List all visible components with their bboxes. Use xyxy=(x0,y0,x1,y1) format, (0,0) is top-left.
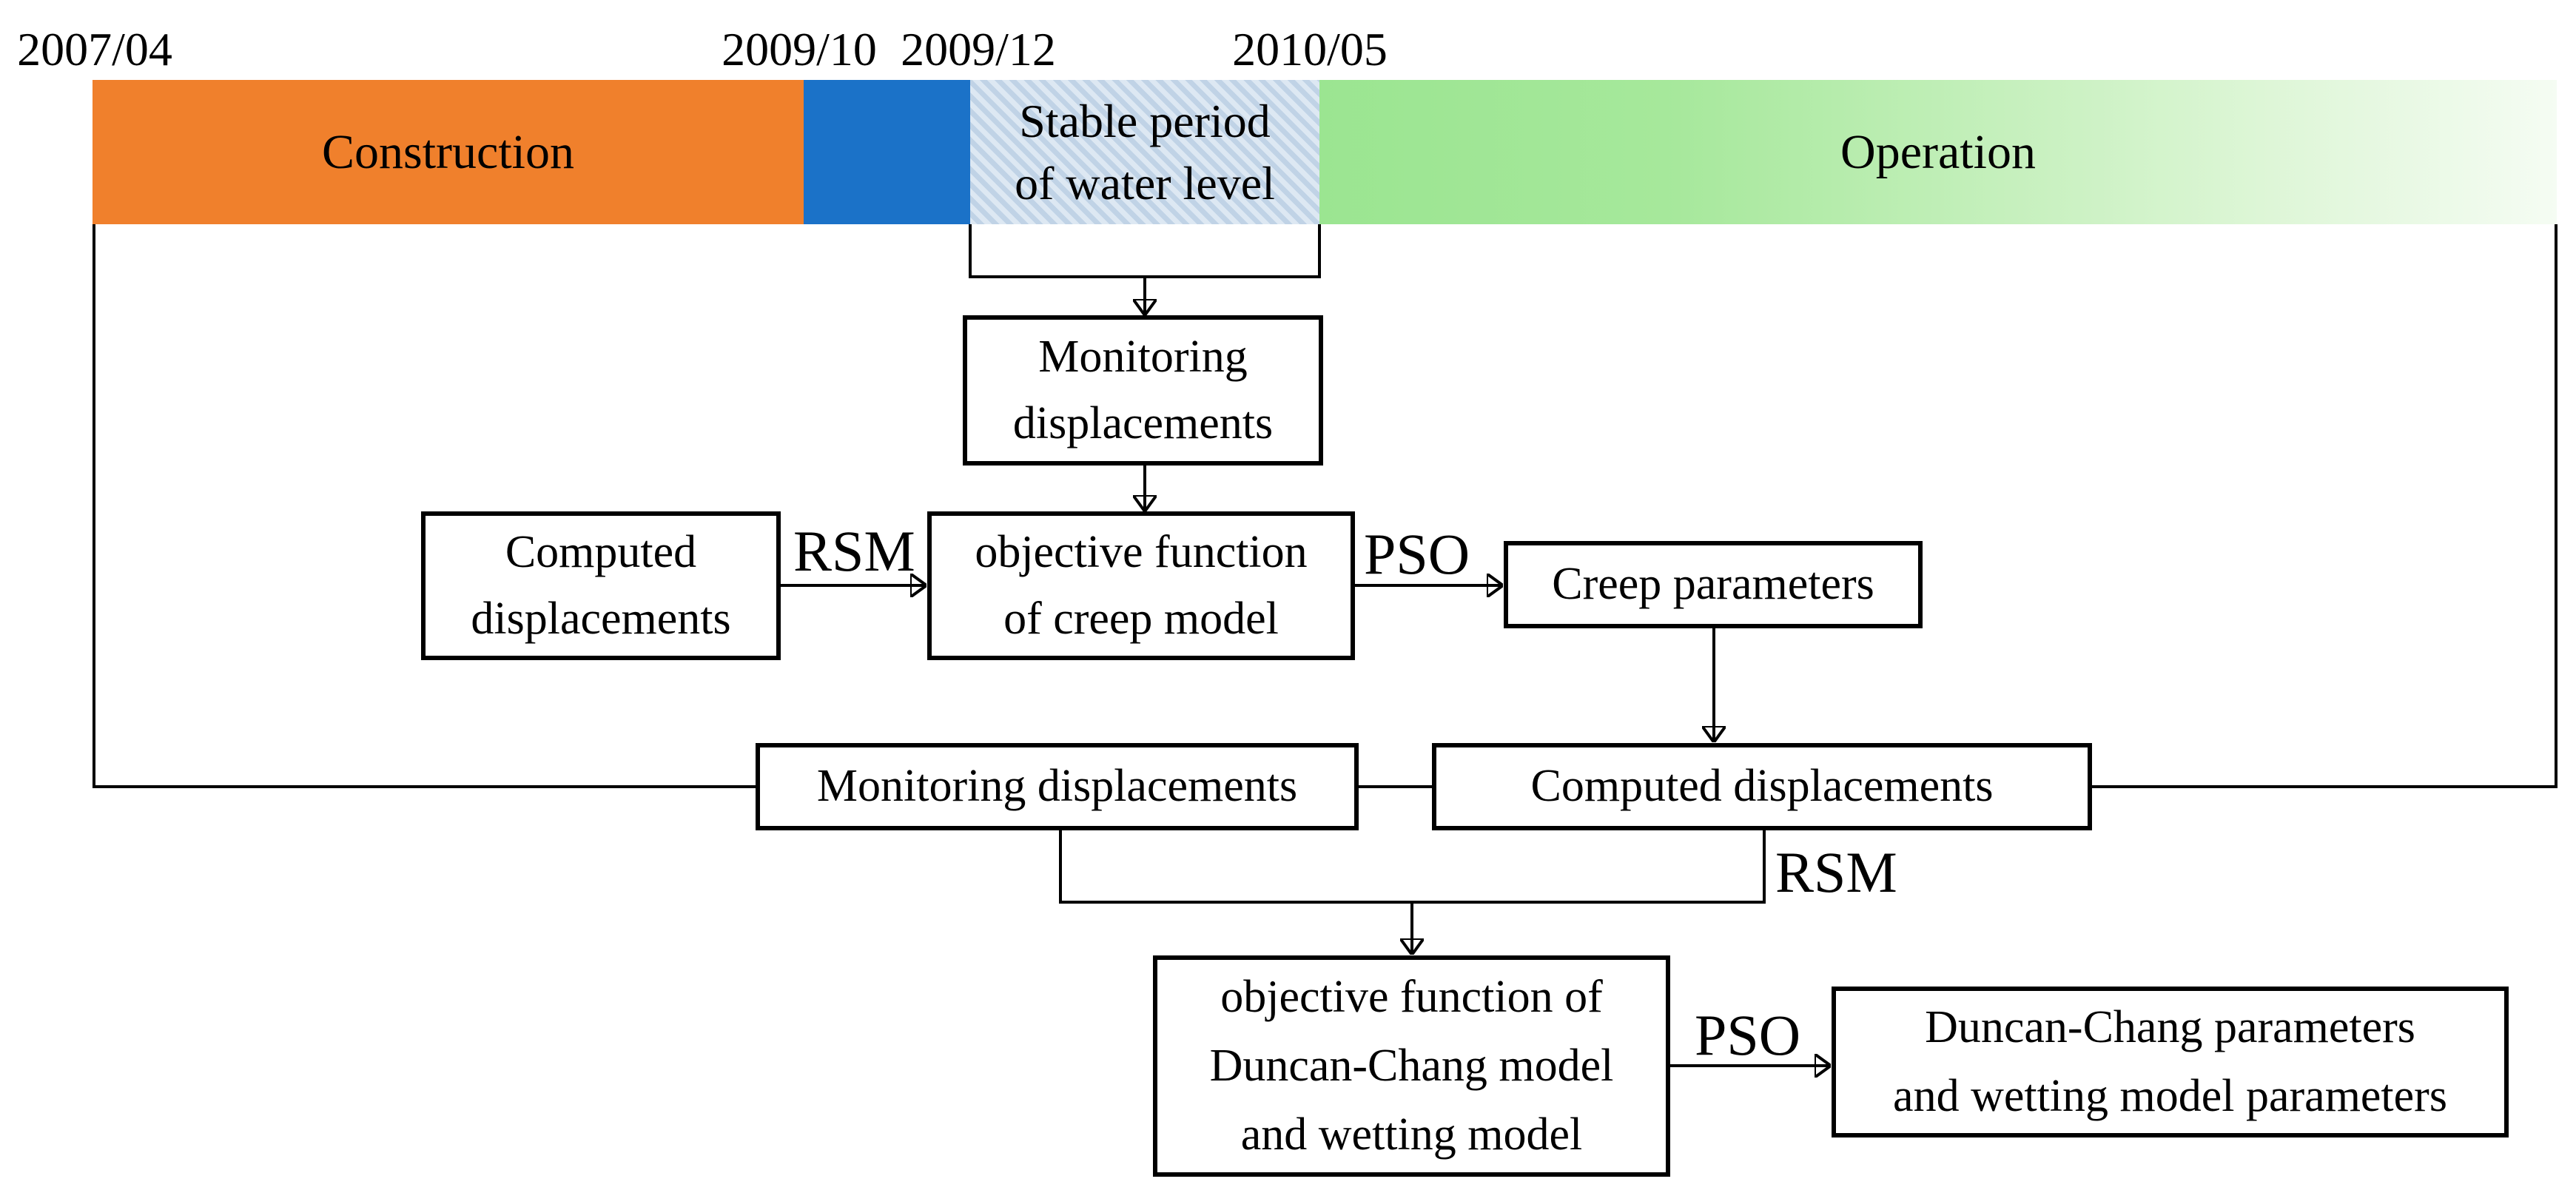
left-frame-line xyxy=(93,224,756,788)
box-monitoring-displacements: Monitoring displacements xyxy=(963,315,1323,466)
timeline-date-2007-04: 2007/04 xyxy=(17,23,172,75)
phase-transition-segment xyxy=(804,80,970,224)
timeline-date-2010-05: 2010/05 xyxy=(1232,23,1388,75)
label-pso-duncan: PSO xyxy=(1695,1003,1801,1067)
label-pso-creep: PSO xyxy=(1364,522,1470,586)
collector-line-to-duncan-objective xyxy=(1059,830,1766,904)
timeline-date-2009-12: 2009/12 xyxy=(901,23,1056,75)
phase-operation-label: Operation xyxy=(1840,124,2036,179)
phase-stable-water-level-label: Stable period of water level xyxy=(1015,95,1275,209)
phase-stable-water-level-segment: Stable period of water level xyxy=(970,80,1319,224)
phase-construction-segment: Construction xyxy=(93,80,804,224)
box-computed-displacements-wide: Computed displacements xyxy=(1432,743,2092,830)
box-objective-function-creep-model: objective function of creep model xyxy=(927,511,1355,660)
timeline-date-2009-10: 2009/10 xyxy=(722,23,877,75)
box-computed-displacements: Computed displacements xyxy=(421,511,781,660)
box-objective-function-duncan-chang: objective function of Duncan-Chang model… xyxy=(1153,955,1670,1177)
box-monitoring-displacements-wide: Monitoring displacements xyxy=(756,743,1359,830)
phase-operation-segment: Operation xyxy=(1319,80,2557,224)
box-creep-parameters: Creep parameters xyxy=(1504,541,1923,628)
label-rsm-creep: RSM xyxy=(793,519,915,583)
phase-construction-label: Construction xyxy=(322,124,574,179)
label-rsm-duncan: RSM xyxy=(1775,840,1897,904)
box-duncan-chang-parameters: Duncan-Chang parameters and wetting mode… xyxy=(1832,987,2509,1137)
stable-period-bracket xyxy=(969,224,1321,278)
right-frame-line xyxy=(2092,224,2557,788)
